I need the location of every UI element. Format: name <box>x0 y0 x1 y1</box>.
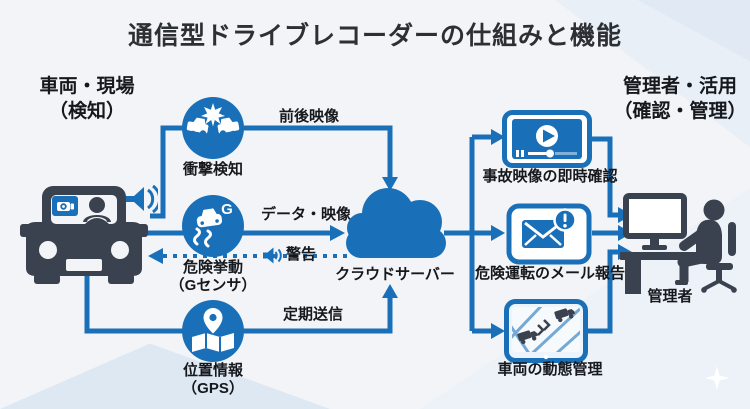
arrowhead-into-cloud-bottom <box>382 284 398 298</box>
line-front-rear-video <box>150 125 393 219</box>
dashcam-icon <box>52 196 78 216</box>
arrowhead-into-cloud-top <box>382 177 398 191</box>
arrowhead-warning <box>148 248 163 264</box>
line-video-to-manager <box>592 136 619 218</box>
admin-header-line1: 管理者・活用 <box>622 76 737 97</box>
impact-detection-node <box>182 97 244 159</box>
impact-detection-label: 衝撃検知 <box>182 161 243 178</box>
arrowhead-data-video <box>330 225 345 241</box>
truck-icon <box>517 330 539 345</box>
warning-speaker-icon <box>263 247 282 264</box>
admin-side-header: 管理者・活用 （確認・管理） <box>610 74 750 124</box>
line-cloud-out <box>444 134 492 334</box>
vehicle-header-line2: （検知） <box>48 101 125 123</box>
collision-icon <box>186 103 240 138</box>
arrowhead-to-map-card <box>491 323 505 339</box>
vehicle-car-icon <box>20 184 158 284</box>
monitor-icon <box>623 193 687 239</box>
g-letter: G <box>221 201 233 218</box>
route-chevrons <box>537 319 551 336</box>
line-map-to-manager <box>588 249 619 334</box>
person-head <box>703 199 725 221</box>
alert-mail-icon <box>506 203 592 265</box>
g-sensor-node: G <box>182 195 244 257</box>
flow-label-front-rear-video: 前後映像 <box>278 108 339 125</box>
vehicle-header-line1: 車両・現場 <box>39 76 135 97</box>
flow-label-data-video: データ・映像 <box>260 206 351 223</box>
chair-backrest <box>728 222 736 256</box>
feature-label-fleet-management: 車両の動態管理 <box>497 361 603 378</box>
feature-label-video-check: 事故映像の即時確認 <box>482 168 618 185</box>
flow-label-periodic-send: 定期送信 <box>282 306 343 323</box>
cloud-server-icon <box>346 188 446 258</box>
cloud-server-label: クラウドサーバー <box>335 266 455 283</box>
gps-pin-icon <box>192 308 234 352</box>
manager-at-desk-icon <box>620 193 737 294</box>
feature-label-mail-report: 危険運転のメール報告 <box>474 265 625 282</box>
video-playback-icon <box>502 110 592 168</box>
admin-header-line2: （確認・管理） <box>613 101 747 123</box>
warning-callout: 警告 <box>262 246 316 264</box>
fleet-map-icon <box>504 299 588 363</box>
arrowhead-to-mail-card <box>491 225 505 241</box>
gps-node <box>182 300 244 362</box>
gps-label: 位置情報 （GPS） <box>182 362 244 398</box>
warning-label: 警告 <box>286 246 317 263</box>
driver-figure <box>83 197 111 224</box>
manager-label: 管理者 <box>647 288 693 305</box>
truck-icon-2 <box>554 308 576 323</box>
page-title: 通信型ドライブレコーダーの仕組みと機能 <box>127 22 622 50</box>
g-sensor-label: 危険挙動 （Gセンサ） <box>169 259 257 295</box>
arrowhead-to-video-card <box>491 129 505 145</box>
vehicle-side-header: 車両・現場 （検知） <box>26 74 148 124</box>
g-sensor-icon: G <box>193 201 233 248</box>
car-speaker-icon <box>126 184 158 214</box>
